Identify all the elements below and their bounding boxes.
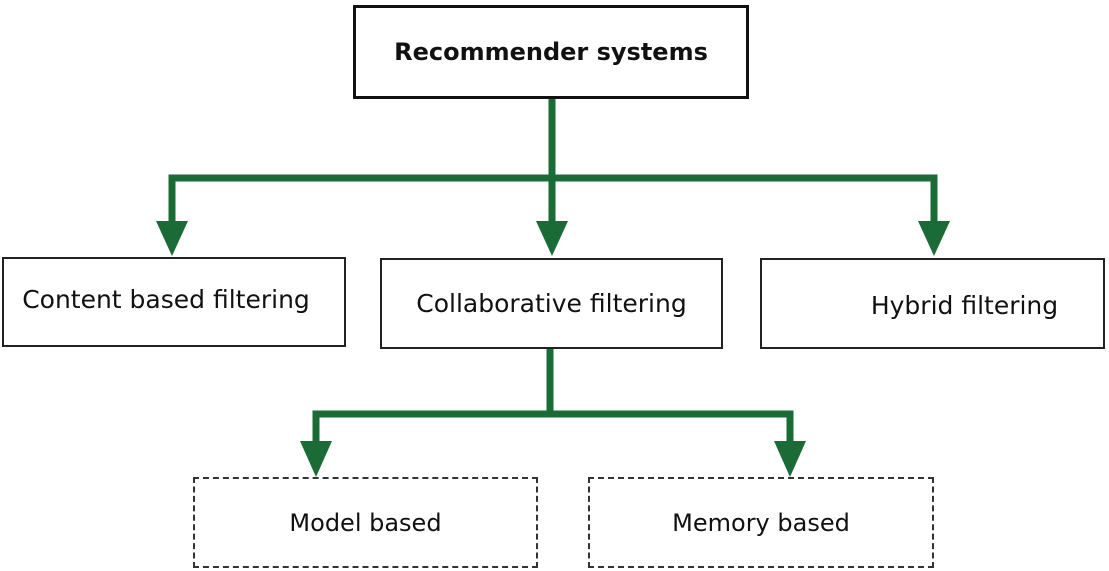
hybrid-arrowhead-icon [918,221,950,256]
memory-arrowhead-icon [774,441,806,477]
node-label: Memory based [672,508,850,537]
node-label: Recommender systems [394,38,708,66]
node-label: Hybrid filtering [870,291,1059,320]
node-model-based: Model based [193,477,538,568]
node-recommender-systems: Recommender systems [353,5,749,99]
collab-arrowhead-icon [536,221,568,256]
node-label: Content based filtering [22,284,310,314]
node-label: Model based [289,508,442,537]
node-label: Collaborative filtering [416,289,687,318]
model-arrowhead-icon [300,441,332,477]
node-hybrid-filtering: Hybrid filtering [760,258,1105,349]
content-arrowhead-icon [156,221,188,256]
node-content-based-filtering: Content based filtering [2,257,346,347]
node-collaborative-filtering: Collaborative filtering [380,258,723,349]
node-memory-based: Memory based [588,477,934,568]
